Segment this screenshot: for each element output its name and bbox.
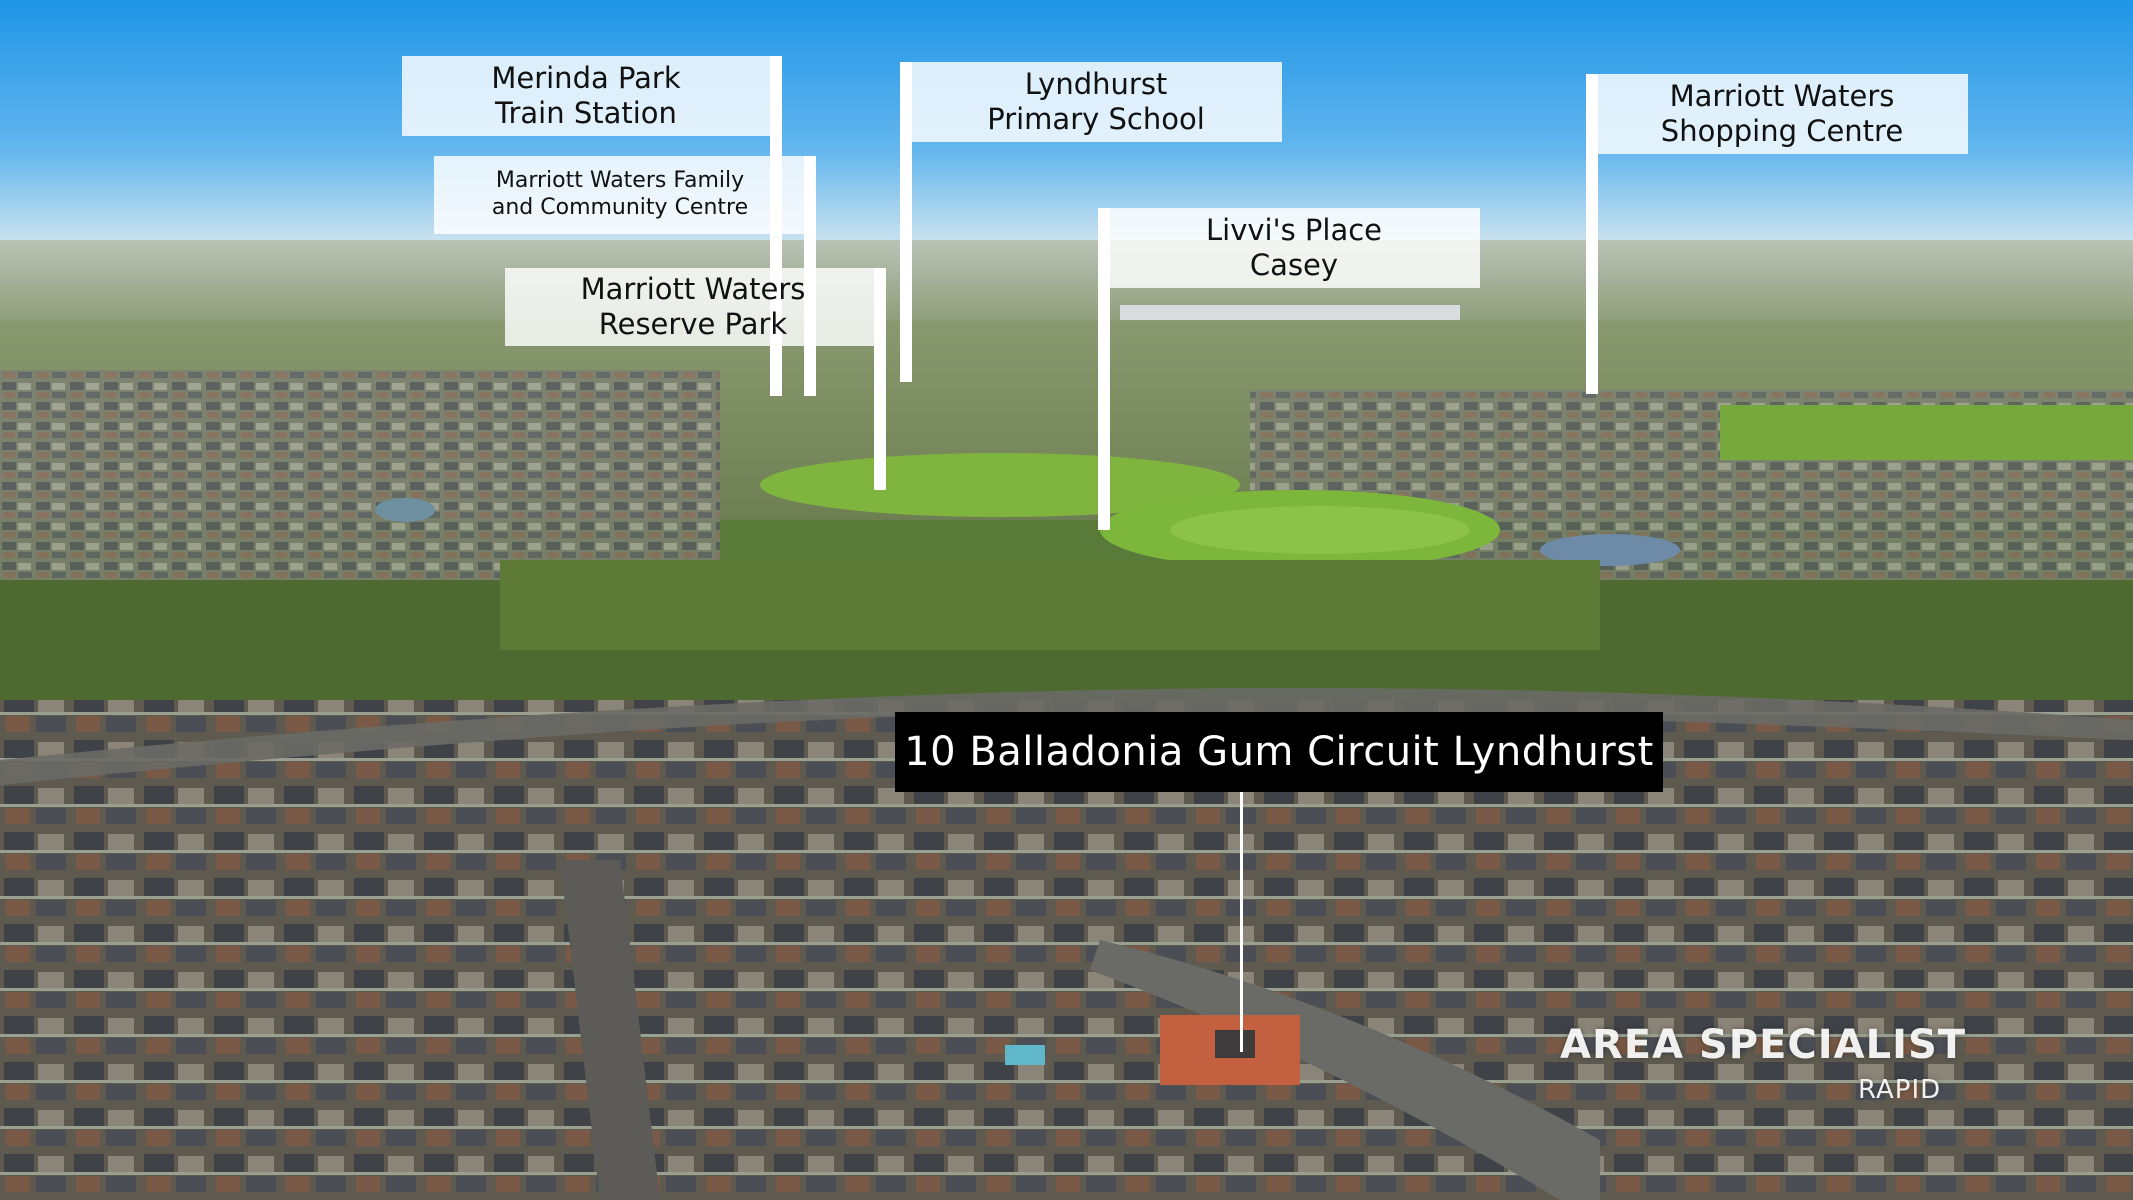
label-family-community-centre: Marriott Waters Family and Community Cen… xyxy=(434,156,806,234)
label-livvi-text: Livvi's Place Casey xyxy=(1206,212,1382,282)
pole-reserve xyxy=(874,268,886,490)
label-shopping-text: Marriott Waters Shopping Centre xyxy=(1660,78,1904,148)
label-school-text: Lyndhurst Primary School xyxy=(987,66,1205,136)
pole-school xyxy=(900,62,912,382)
label-merinda-text: Merinda Park Train Station xyxy=(491,60,681,130)
property-address-label: 10 Balladonia Gum Circuit Lyndhurst xyxy=(895,712,1663,792)
brand-watermark: AREA SPECIALIST xyxy=(1560,1022,1980,1068)
label-shopping-centre: Marriott Waters Shopping Centre xyxy=(1596,74,1968,154)
label-reserve-park: Marriott Waters Reserve Park xyxy=(505,268,881,346)
label-primary-school: Lyndhurst Primary School xyxy=(910,62,1282,142)
brand-watermark-sub-text: RAPID xyxy=(1858,1075,1942,1105)
pole-shopping xyxy=(1586,74,1598,394)
property-address-text: 10 Balladonia Gum Circuit Lyndhurst xyxy=(904,729,1654,775)
label-family-centre-text: Marriott Waters Family and Community Cen… xyxy=(491,168,749,220)
property-pointer-line xyxy=(1240,792,1243,1052)
brand-watermark-text: AREA SPECIALIST xyxy=(1560,1022,1967,1068)
pole-livvi xyxy=(1098,208,1110,530)
label-livvis-place: Livvi's Place Casey xyxy=(1108,208,1480,288)
brand-watermark-sub: RAPID xyxy=(1858,1075,1978,1105)
label-merinda-park-train-station: Merinda Park Train Station xyxy=(402,56,770,136)
label-reserve-text: Marriott Waters Reserve Park xyxy=(580,271,806,341)
